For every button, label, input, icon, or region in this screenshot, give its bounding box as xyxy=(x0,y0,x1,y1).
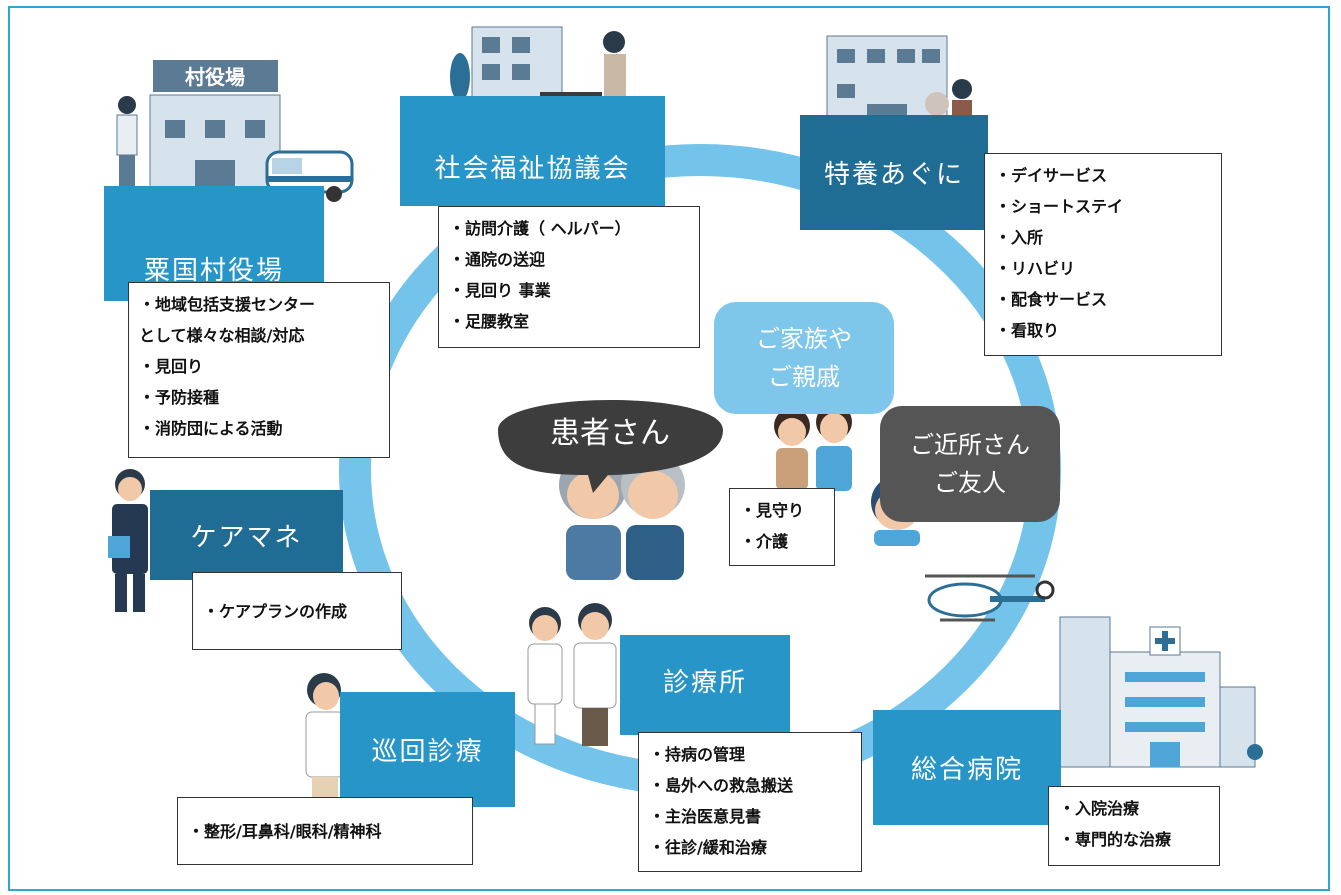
hospital-icon xyxy=(1044,616,1263,768)
list-item: 介護 xyxy=(740,532,788,551)
social-welfare-list: 訪問介護（ ヘルパー） 通院の送迎 見回り 事業 足腰教室 xyxy=(438,206,700,348)
nursing-home-box: 特養あぐに xyxy=(800,115,988,230)
list-item: 配食サービス xyxy=(995,290,1107,309)
hospital-list: 入院治療 専門的な治療 xyxy=(1048,786,1220,866)
neighbors-title-line: ご近所さん xyxy=(910,431,1030,459)
town-hall-icon: 村役場 xyxy=(116,60,281,201)
hospital-box: 総合病院 xyxy=(873,710,1061,825)
neighbors-title-line: ご友人 xyxy=(934,469,1006,497)
clinic-box: 診療所 xyxy=(620,635,790,735)
list-item: として様々な相談/対応 xyxy=(139,326,305,345)
list-item: 主治医意見書 xyxy=(649,807,761,826)
rounds-title: 巡回診療 xyxy=(371,737,484,767)
list-item: 持病の管理 xyxy=(649,745,745,764)
clinic-title: 診療所 xyxy=(662,667,747,698)
village-office-title: 粟国村役場 xyxy=(143,256,284,286)
list-item: ケアプランの作成 xyxy=(203,596,347,627)
list-item: 入所 xyxy=(995,228,1043,247)
list-item: 地域包括支援センター xyxy=(139,295,315,314)
list-item: 見回り 事業 xyxy=(449,281,551,300)
list-item: デイサービス xyxy=(995,166,1107,185)
list-item: 消防団による活動 xyxy=(139,419,283,438)
list-item: 通院の送迎 xyxy=(449,250,545,269)
family-title-line: ご親戚 xyxy=(768,363,840,391)
list-item: 看取り xyxy=(995,321,1059,340)
list-item: 整形/耳鼻科/眼科/精神科 xyxy=(188,816,382,847)
rounds-list: 整形/耳鼻科/眼科/精神科 xyxy=(177,797,473,865)
family-list: 見守り 介護 xyxy=(729,488,835,566)
list-item: 足腰教室 xyxy=(449,312,529,331)
care-manager-title: ケアマネ xyxy=(190,522,303,553)
hospital-title: 総合病院 xyxy=(910,755,1023,785)
list-item: 入院治療 xyxy=(1059,799,1139,818)
female-doctor-icon xyxy=(305,673,345,801)
village-office-box: 粟国村役場 xyxy=(104,186,324,301)
family-bubble: ご家族や ご親戚 xyxy=(714,302,894,414)
helicopter-icon xyxy=(925,574,1055,622)
patient-label: 患者さん xyxy=(550,416,670,451)
village-office-list: 地域包括支援センター として様々な相談/対応 見回り 予防接種 消防団による活動 xyxy=(128,282,390,458)
list-item: 専門的な治療 xyxy=(1059,830,1171,849)
social-welfare-box: 社会福祉協議会 xyxy=(400,96,665,206)
patient-bubble: 患者さん xyxy=(498,400,723,493)
list-item: ショートステイ xyxy=(995,197,1123,216)
social-welfare-title: 社会福祉協議会 xyxy=(434,153,631,184)
clinic-list: 持病の管理 島外への救急搬送 主治医意見書 往診/緩和治療 xyxy=(638,732,862,872)
svg-text:村役場: 村役場 xyxy=(185,65,245,89)
family-title-line: ご家族や xyxy=(756,325,852,353)
care-manager-box: ケアマネ xyxy=(150,490,343,580)
list-item: 見回り xyxy=(139,357,203,376)
list-item: 見守り xyxy=(740,501,804,520)
list-item: 訪問介護（ ヘルパー） xyxy=(449,219,631,238)
list-item: 往診/緩和治療 xyxy=(649,838,767,857)
diagram-frame xyxy=(8,6,1330,891)
care-manager-list: ケアプランの作成 xyxy=(192,572,402,650)
nursing-home-list: デイサービス ショートステイ 入所 リハビリ 配食サービス 看取り xyxy=(984,153,1222,356)
list-item: 島外への救急搬送 xyxy=(649,776,793,795)
list-item: 予防接種 xyxy=(139,388,219,407)
doctor-nurse-icon xyxy=(527,603,617,746)
list-item: リハビリ xyxy=(995,259,1075,278)
care-manager-icon xyxy=(108,469,148,612)
rounds-box: 巡回診療 xyxy=(340,692,515,807)
neighbors-bubble: ご近所さん ご友人 xyxy=(880,406,1060,522)
nursing-home-title: 特養あぐに xyxy=(823,160,964,190)
